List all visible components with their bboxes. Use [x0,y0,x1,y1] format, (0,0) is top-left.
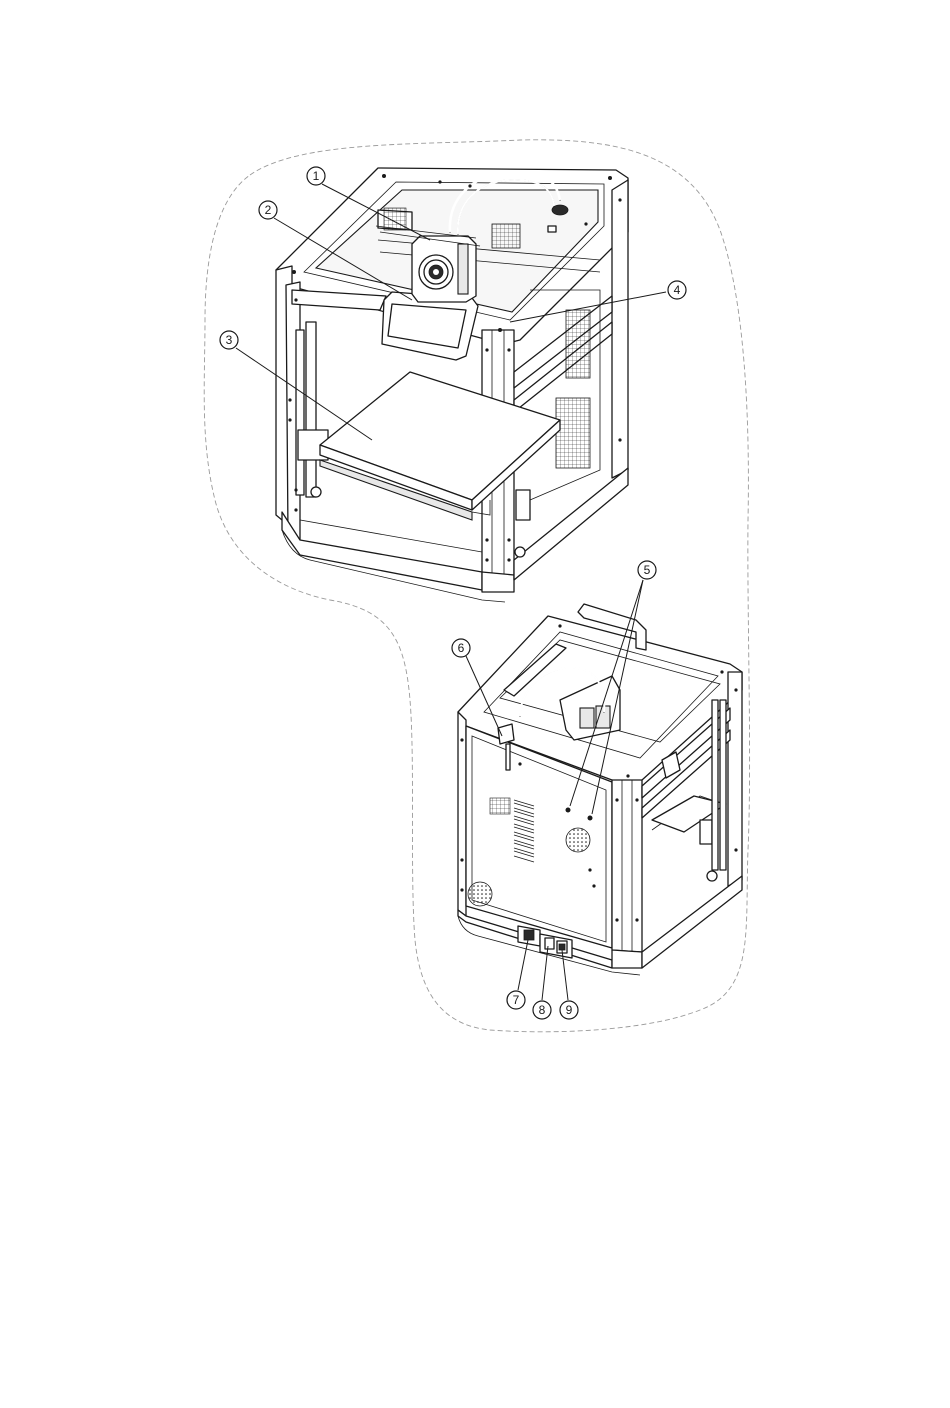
callout-3-label: 3 [226,333,233,347]
front-view-printer [276,168,628,602]
callout-3: 3 [220,331,238,349]
callout-1-label: 1 [313,169,320,183]
callout-6: 6 [452,639,470,657]
callout-9-label: 9 [566,1003,573,1017]
callout-2-label: 2 [265,203,272,217]
callout-8: 8 [533,1001,551,1019]
callout-1: 1 [307,167,325,185]
callout-8-label: 8 [539,1003,546,1017]
callout-7-label: 7 [513,993,520,1007]
callout-2: 2 [259,201,277,219]
callout-4-label: 4 [674,283,681,297]
callout-9: 9 [560,1001,578,1019]
callout-7: 7 [507,991,525,1009]
callout-4: 4 [668,281,686,299]
callout-6-label: 6 [458,641,465,655]
callout-5-label: 5 [644,563,651,577]
rear-view-printer [458,604,742,975]
callout-5: 5 [638,561,656,579]
